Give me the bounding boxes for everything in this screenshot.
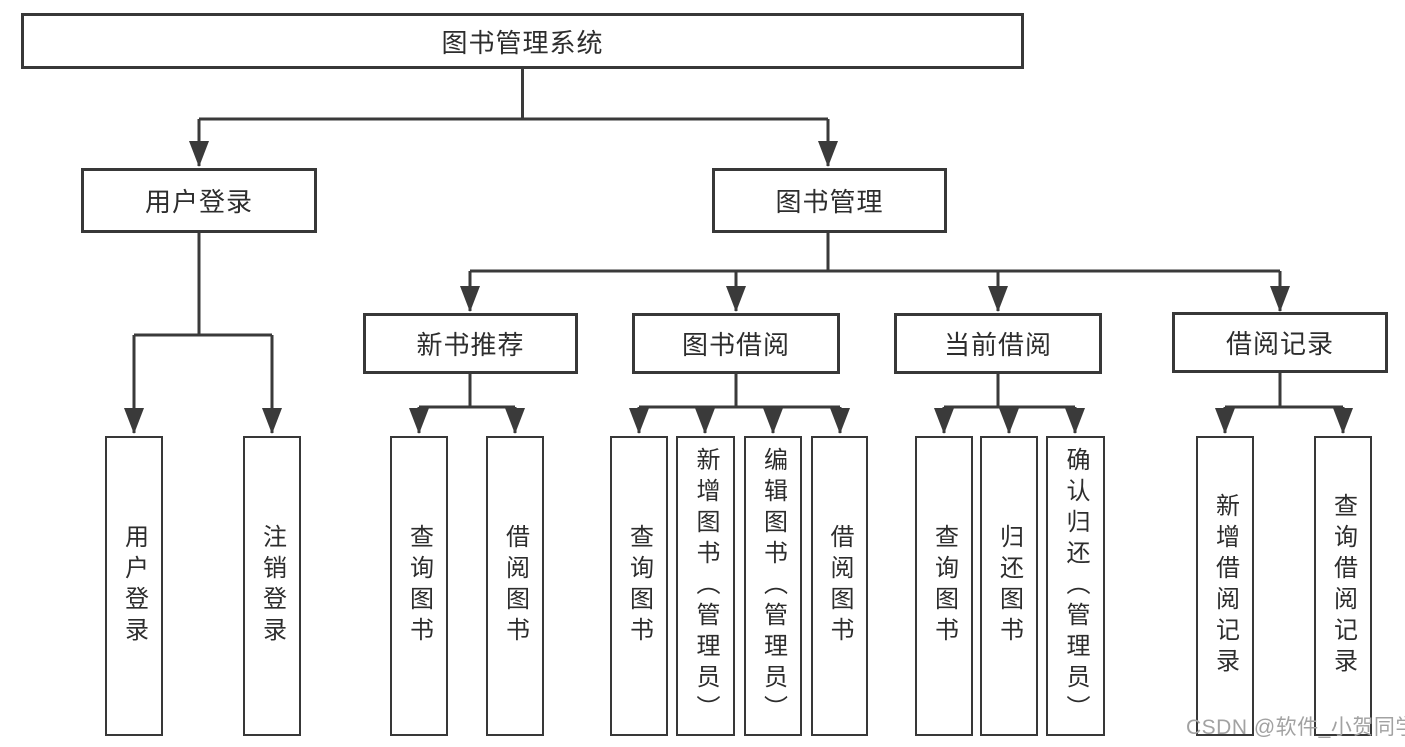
leaf-user-login: 用户登录	[105, 436, 163, 736]
leaf-query-borrow-record: 查询借阅记录	[1314, 436, 1372, 736]
leaf-confirm-return-admin: 确认归还（管理员）	[1046, 436, 1105, 736]
node-current-borrowing: 当前借阅	[894, 313, 1102, 374]
node-library-management-system: 图书管理系统	[21, 13, 1024, 69]
leaf-add-book-admin: 新增图书（管理员）	[676, 436, 735, 736]
leaf-query-books-recommend: 查询图书	[390, 436, 448, 736]
leaf-borrow-books: 借阅图书	[811, 436, 868, 736]
leaf-query-books-current: 查询图书	[915, 436, 973, 736]
leaf-logout: 注销登录	[243, 436, 301, 736]
leaf-add-borrow-record: 新增借阅记录	[1196, 436, 1254, 736]
node-borrowing-records: 借阅记录	[1172, 312, 1388, 373]
leaf-edit-book-admin: 编辑图书（管理员）	[744, 436, 802, 736]
leaf-borrow-books-recommend: 借阅图书	[486, 436, 544, 736]
watermark: CSDN @软件_小贺同学	[1186, 716, 1405, 739]
node-new-book-recommendation: 新书推荐	[363, 313, 578, 374]
node-user-login: 用户登录	[81, 168, 317, 233]
leaf-return-books: 归还图书	[980, 436, 1038, 736]
node-book-borrowing: 图书借阅	[632, 313, 840, 374]
node-book-management: 图书管理	[712, 168, 947, 233]
leaf-query-books-borrowing: 查询图书	[610, 436, 668, 736]
